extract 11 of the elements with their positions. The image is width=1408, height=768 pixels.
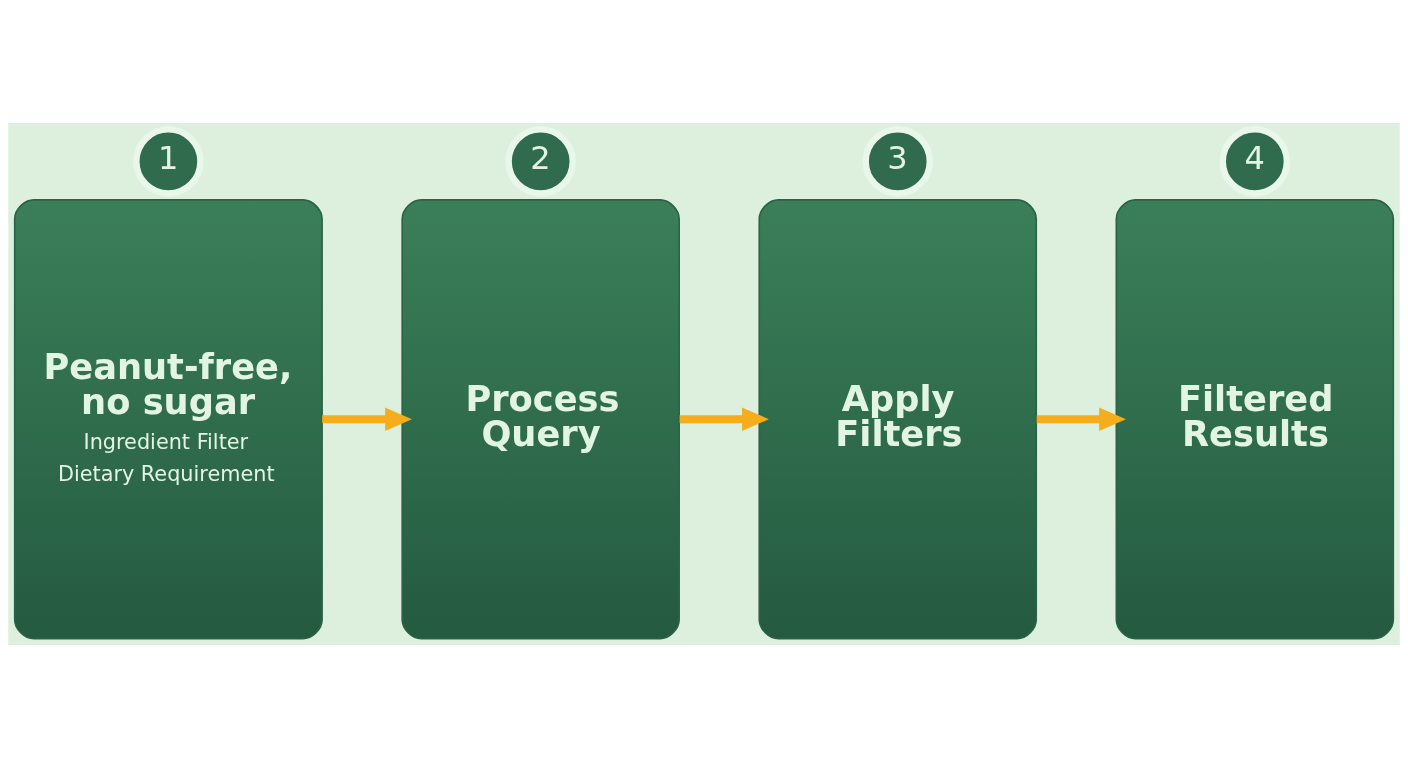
node-circle: 3: [862, 126, 933, 197]
node-box: Apply Filters: [758, 199, 1038, 640]
node-box: Filtered Results: [1115, 199, 1395, 640]
node-circle: 1: [133, 126, 204, 197]
node-circle: 4: [1219, 126, 1291, 197]
node-box: Peanut-free, no sugar Ingredient Filter Dietary Requirement: [13, 199, 323, 640]
arrow: [1036, 407, 1126, 431]
arrow: [322, 407, 412, 431]
arrow: [679, 407, 769, 431]
node-box: Process Query: [401, 199, 680, 640]
node-circle: 2: [505, 126, 576, 197]
